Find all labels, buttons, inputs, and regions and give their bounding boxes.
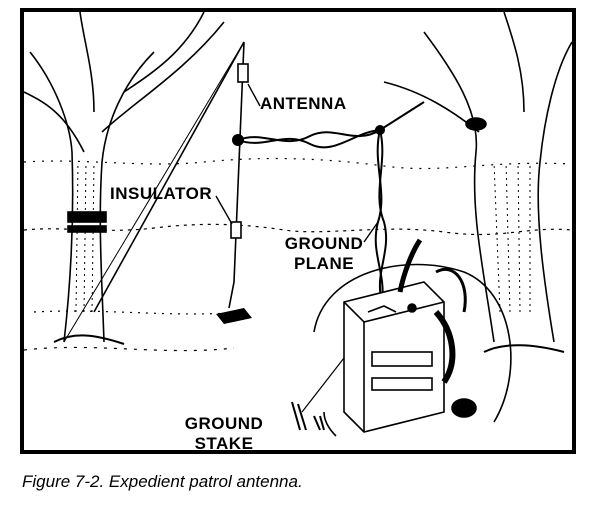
- ground-stake-label-line2: STAKE: [194, 434, 254, 453]
- illustration-frame: ANTENNA INSULATOR GROUND PLANE GROUND ST…: [20, 8, 576, 454]
- antenna-weight: [216, 308, 252, 324]
- ground-stake-label-line1: GROUND: [184, 414, 264, 433]
- antenna-label: ANTENNA: [260, 94, 347, 113]
- right-tree: [383, 12, 572, 353]
- radio-set: [343, 238, 477, 433]
- ground-plane-label: GROUND PLANE: [274, 234, 374, 274]
- insulator-bottom: [230, 221, 242, 239]
- left-tree: [24, 12, 225, 345]
- ground-stake-label: GROUND STAKE: [174, 414, 274, 454]
- lead-in-wire: [374, 129, 388, 303]
- insulator-top: [237, 63, 249, 83]
- figure-caption: Figure 7-2. Expedient patrol antenna.: [22, 472, 303, 491]
- ground-plane-label-line2: PLANE: [293, 254, 355, 273]
- antenna-illustration: [24, 12, 572, 437]
- radio-highlight-arc: [313, 263, 512, 423]
- antenna-wire: [63, 41, 245, 343]
- label-leaders: [215, 83, 379, 243]
- ground-stake: [291, 357, 345, 431]
- ground-plane-wire: [232, 101, 425, 149]
- insulator-label: INSULATOR: [110, 184, 213, 203]
- ground-plane-label-line1: GROUND: [284, 234, 364, 253]
